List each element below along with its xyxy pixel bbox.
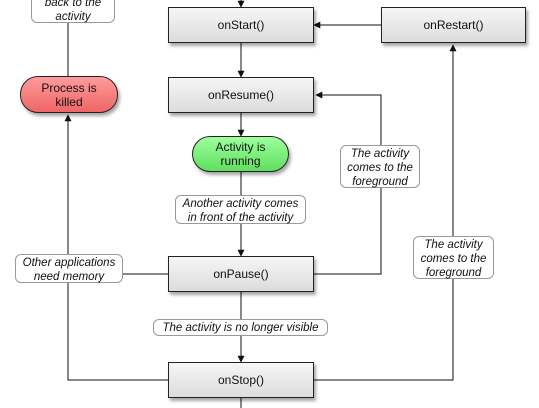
arrow-onstop-to-onrestart	[314, 44, 457, 381]
foreground-lower-label: The activity comes to the foreground	[413, 236, 494, 279]
another-activity-label: Another activity comes in front of the a…	[175, 195, 306, 224]
back-to-activity-label: back to the activity	[31, 0, 115, 23]
onpause-node: onPause()	[168, 256, 314, 292]
onstop-node: onStop()	[168, 362, 314, 398]
other-apps-memory-label: Other applications need memory	[15, 254, 123, 283]
activity-running-label: Activity is running	[215, 140, 266, 168]
process-killed-node: Process is killed	[20, 76, 118, 113]
no-longer-visible-label: The activity is no longer visible	[153, 319, 328, 336]
onstop-label: onStop()	[217, 373, 265, 387]
foreground-upper-label: The activity comes to the foreground	[340, 145, 420, 188]
onstart-node: onStart()	[168, 7, 314, 43]
onresume-label: onResume()	[207, 88, 275, 102]
activity-running-node: Activity is running	[192, 136, 289, 172]
onrestart-node: onRestart()	[381, 7, 526, 43]
onrestart-label: onRestart()	[423, 18, 484, 32]
onstart-label: onStart()	[217, 18, 265, 32]
onpause-label: onPause()	[213, 267, 269, 281]
process-killed-label: Process is killed	[41, 80, 97, 109]
onresume-node: onResume()	[168, 77, 314, 113]
arrow-onpause-to-killed	[64, 114, 168, 275]
arrow-onstop-to-killed	[67, 274, 168, 381]
